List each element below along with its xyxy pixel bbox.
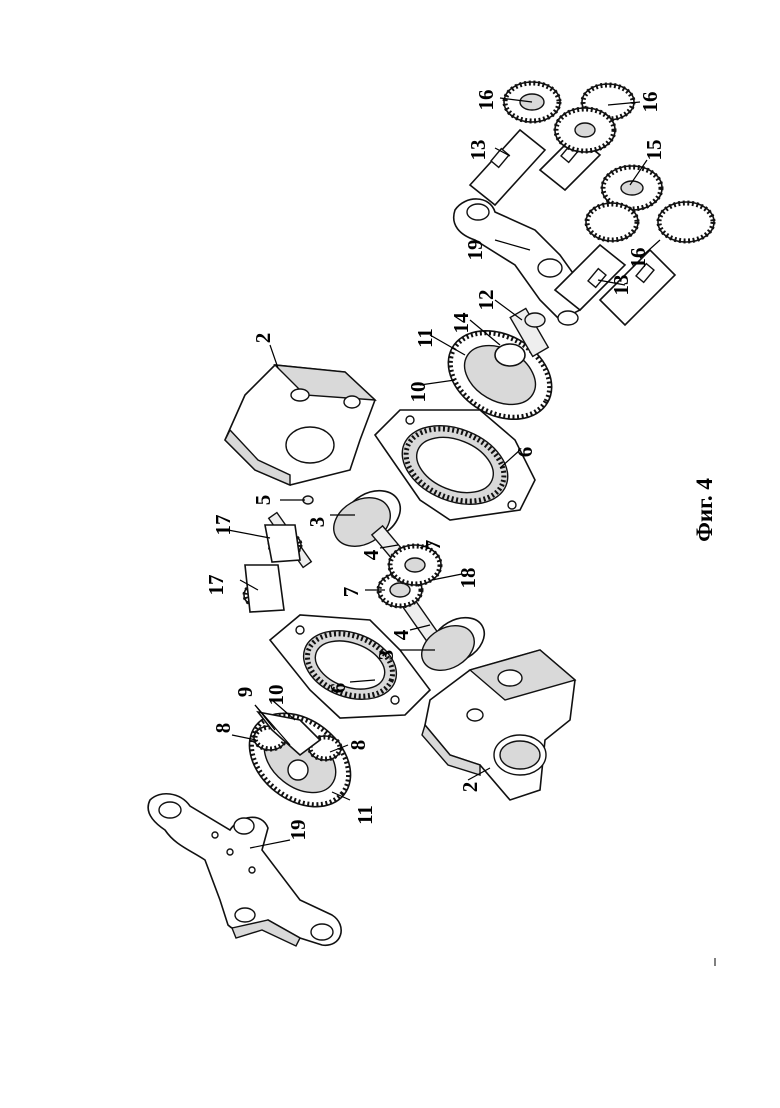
label-6: 6: [326, 683, 350, 694]
label-19: 19: [286, 820, 310, 841]
housing-block-2-upper: [225, 365, 375, 485]
label-3: 3: [305, 517, 329, 528]
planet-gears-16: [504, 82, 714, 242]
label-15: 15: [642, 140, 666, 161]
label-8: 8: [211, 723, 235, 734]
label-16: 16: [474, 90, 498, 111]
label-13: 13: [466, 140, 490, 161]
label-8: 8: [346, 740, 370, 751]
label-11: 11: [413, 328, 437, 348]
label-3: 3: [374, 650, 398, 661]
label-12: 12: [474, 290, 498, 311]
label-14: 14: [449, 312, 473, 334]
label-2: 2: [458, 782, 482, 793]
label-6: 6: [513, 447, 537, 458]
label-16: 16: [626, 248, 650, 269]
figure-caption: Фиг. 4: [692, 478, 717, 542]
label-10: 10: [406, 382, 430, 403]
carrier-plate-19-left: [148, 794, 341, 946]
label-18: 18: [456, 568, 480, 589]
housing-block-2-lower: [422, 650, 575, 800]
label-11: 11: [353, 805, 377, 825]
label-5: 5: [251, 495, 275, 506]
label-17: 17: [211, 515, 235, 536]
label-19: 19: [463, 240, 487, 261]
label-2: 2: [251, 333, 275, 344]
label-9: 9: [233, 687, 257, 698]
label-10: 10: [264, 685, 288, 706]
label-7: 7: [421, 540, 445, 551]
pinion-assembly-17: [244, 496, 313, 612]
label-4: 4: [389, 629, 413, 640]
label-7: 7: [339, 587, 363, 598]
label-4: 4: [359, 549, 383, 560]
label-17: 17: [204, 575, 228, 596]
label-13: 13: [609, 275, 633, 296]
label-16: 16: [638, 92, 662, 113]
